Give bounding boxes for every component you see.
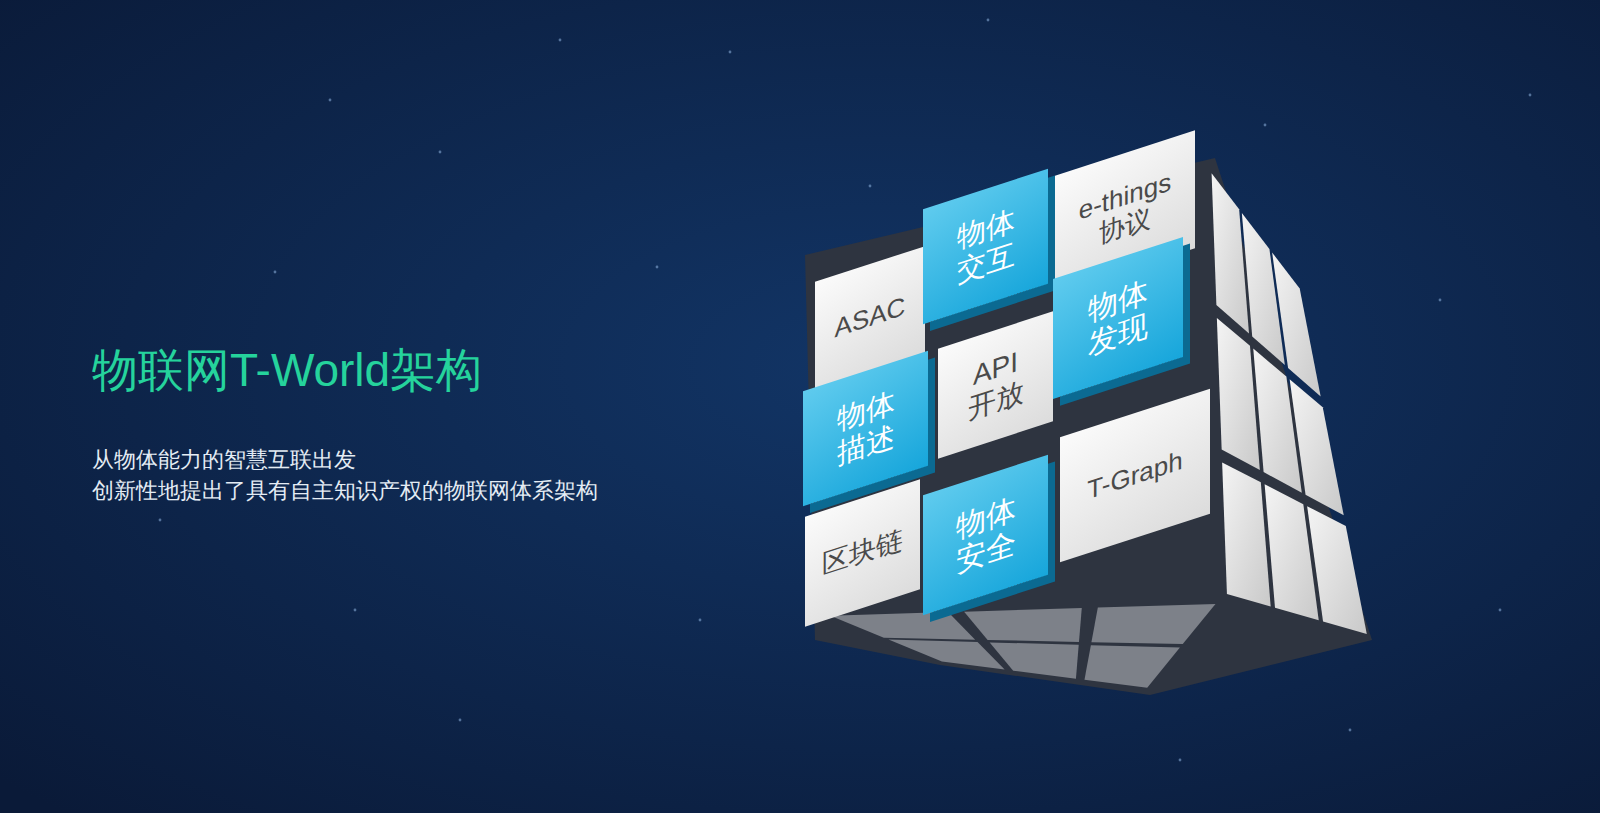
star [987, 19, 990, 22]
face-label: 物体 描述 [815, 378, 915, 477]
star [1499, 609, 1502, 612]
bottom-tile [1084, 645, 1179, 688]
star [1264, 124, 1267, 127]
star [159, 519, 162, 522]
cube-bottom [830, 604, 1215, 688]
slide-title: 物联网T-World架构 [92, 340, 482, 402]
star [869, 185, 872, 188]
side-tile [1265, 484, 1319, 620]
slide-caption: 从物体能力的智慧互联出发 创新性地提出了具有自主知识产权的物联网体系架构 [92, 444, 732, 506]
face-label: T-Graph [1087, 445, 1182, 506]
side-tile [1222, 463, 1271, 607]
side-tile [1290, 379, 1344, 515]
cube-side [1212, 173, 1367, 634]
face-label: 物体 发现 [1066, 267, 1170, 370]
bottom-tile [888, 640, 1004, 670]
star [1529, 94, 1532, 97]
star [459, 719, 462, 722]
side-tile [1212, 173, 1249, 333]
face-label: ASAC [835, 292, 906, 345]
star [1439, 299, 1442, 302]
star [439, 151, 442, 154]
star [656, 266, 659, 269]
face-label: 区块链 [822, 524, 903, 581]
star [274, 271, 277, 274]
bottom-tile [990, 642, 1079, 678]
side-tile [1272, 253, 1321, 397]
bottom-tile [1091, 604, 1215, 644]
bottom-tile [964, 608, 1082, 642]
side-tile [1307, 506, 1367, 634]
side-tile [1217, 318, 1260, 470]
star [729, 51, 732, 54]
star [699, 619, 702, 622]
star [1349, 729, 1352, 732]
star [1179, 759, 1182, 762]
bottom-tile [830, 612, 975, 640]
face-label: 物体 安全 [933, 484, 1037, 587]
star [329, 99, 332, 102]
face-label: API 开放 [951, 339, 1039, 432]
face-label: 物体 交互 [935, 196, 1035, 295]
star [559, 39, 562, 42]
star [354, 609, 357, 612]
